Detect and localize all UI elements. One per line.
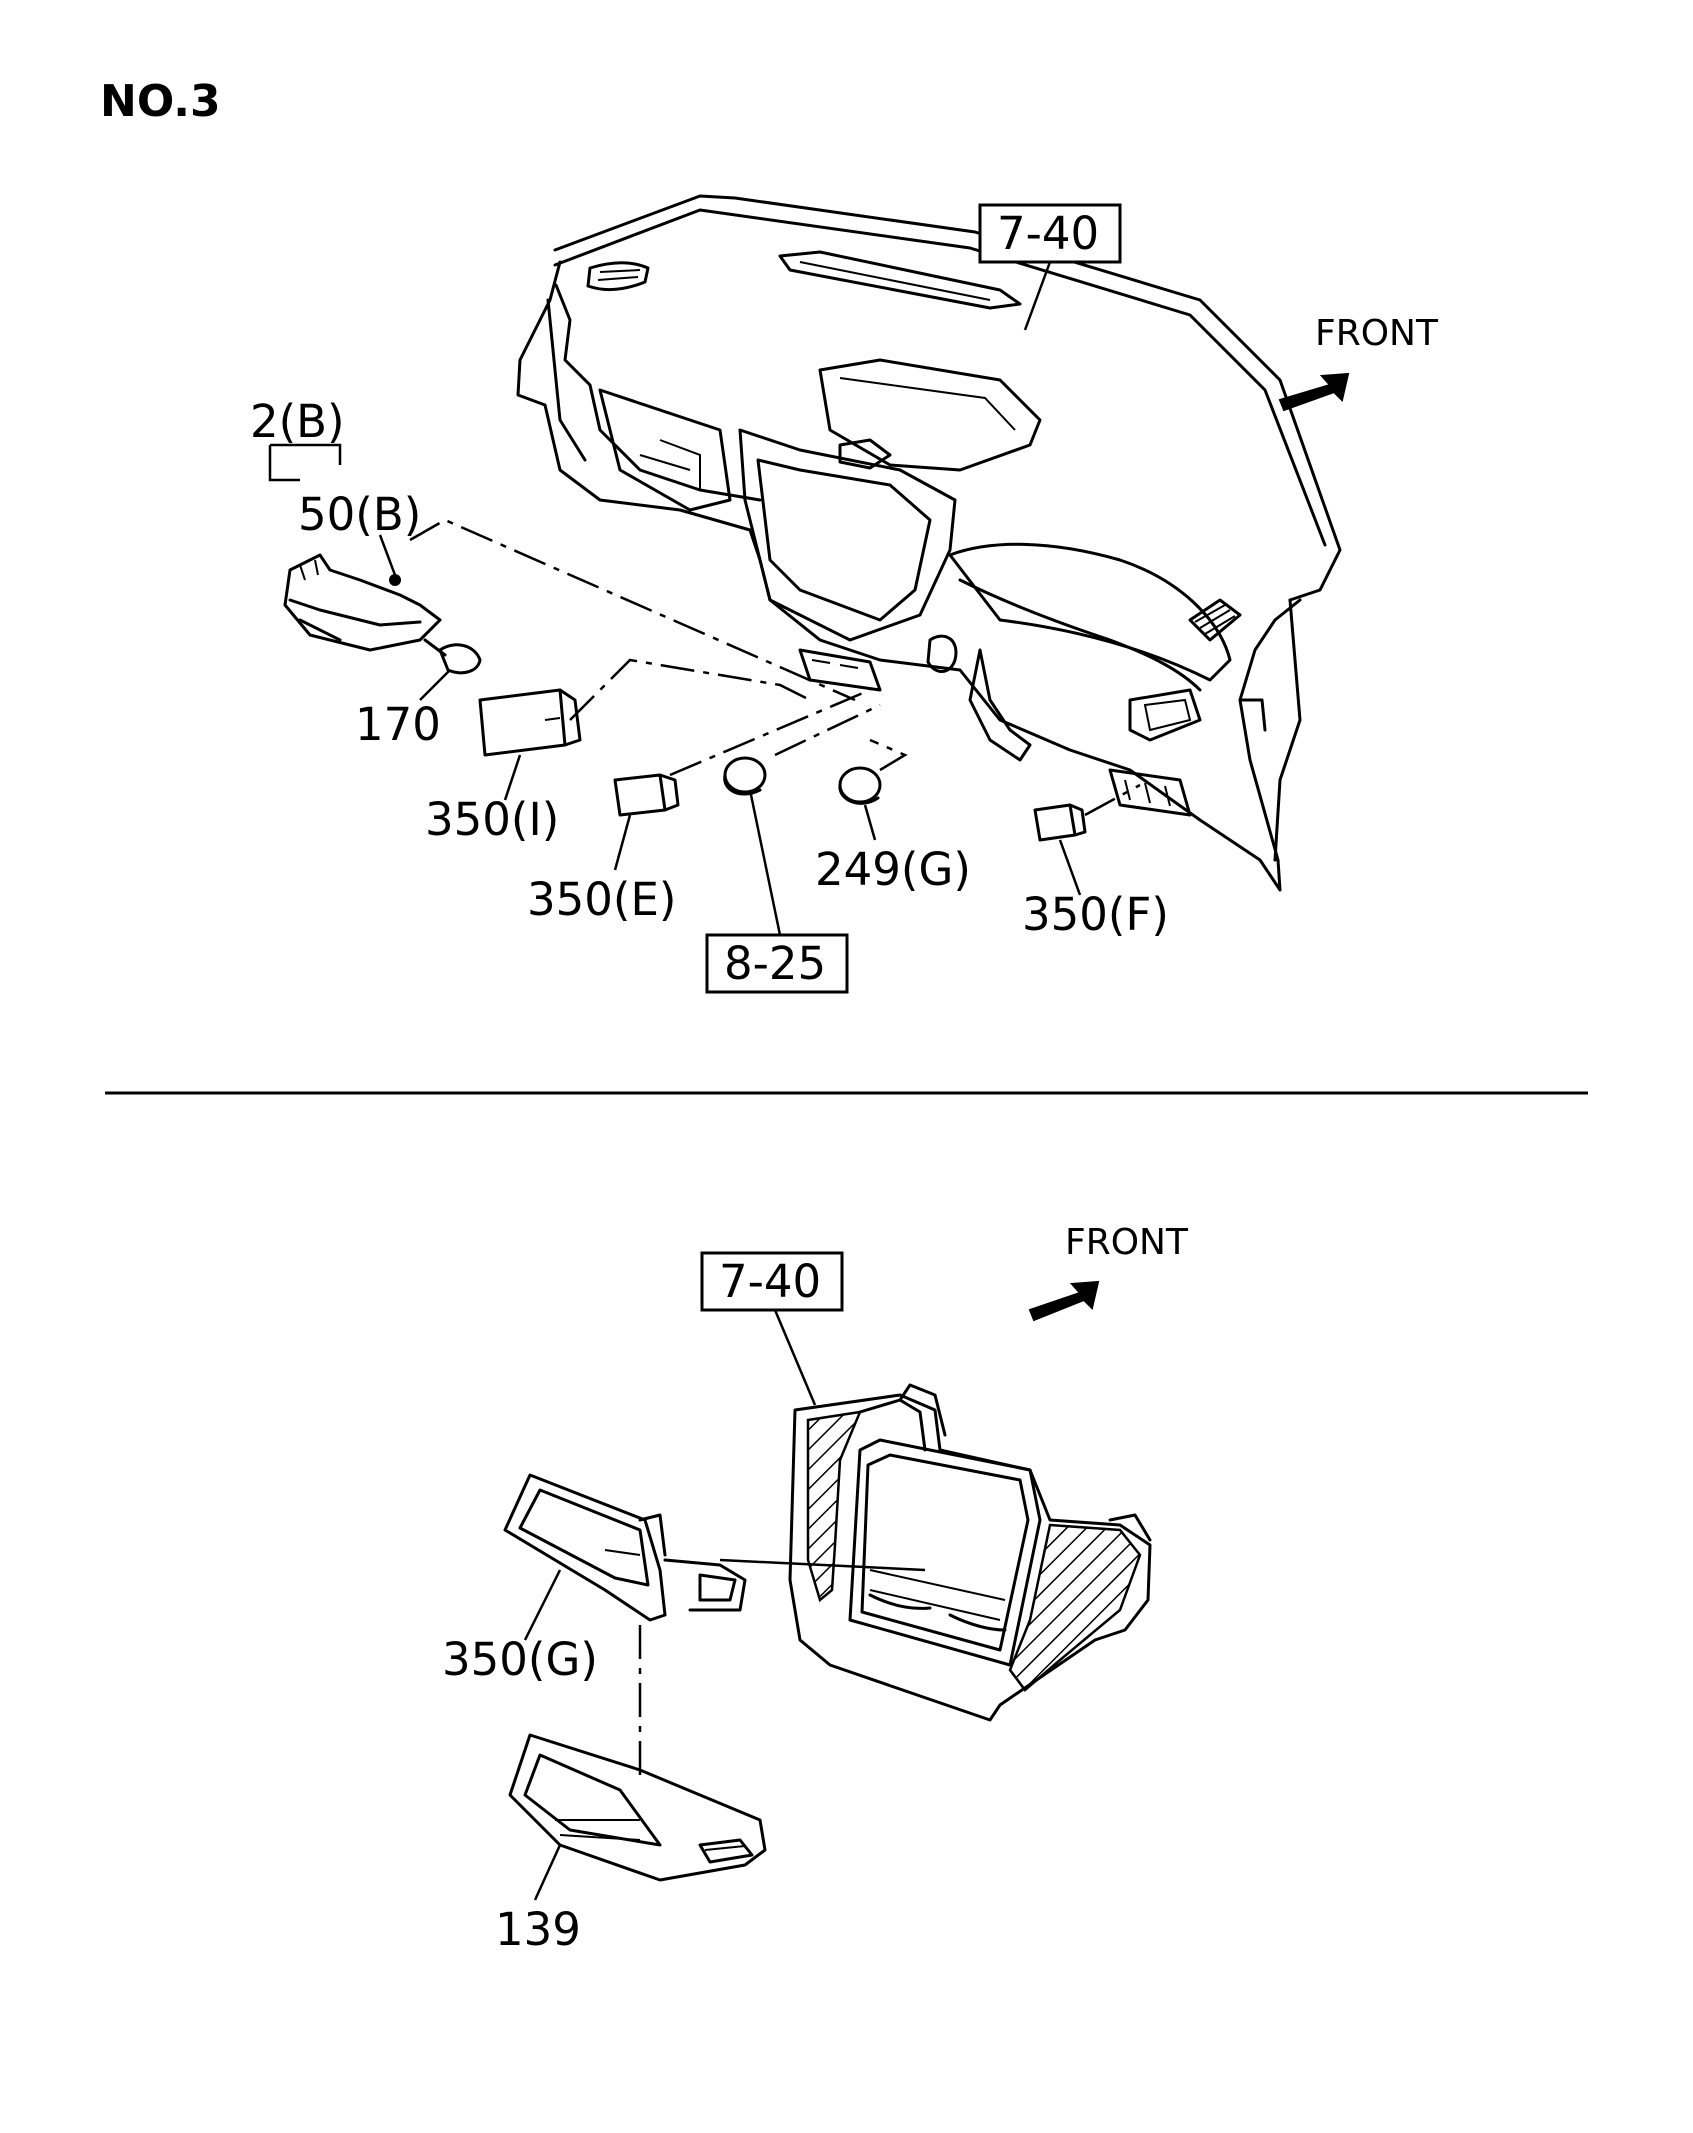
leader-249g (863, 804, 877, 841)
leader-8-25-to-panel (774, 703, 881, 757)
ref-box-7-40-bottom (700, 1251, 844, 1312)
leader-trim-to-panel (409, 518, 856, 702)
instrument-panel-drawing (516, 194, 1342, 892)
front-label-top: FRONT (1315, 313, 1439, 354)
label-part-350e: 350(E) (527, 873, 676, 926)
label-part-2b: 2(B) (250, 395, 345, 448)
leader-8-25 (748, 789, 782, 936)
leader-249g-to-panel (869, 738, 908, 772)
part-cap-249g-drawing (838, 766, 882, 805)
label-part-249g: 249(G) (815, 843, 971, 896)
center-stack-bezel-drawing (788, 1383, 1152, 1722)
front-arrow-icon-top (1278, 372, 1350, 412)
ref-leader-7-40-bottom (773, 1309, 817, 1406)
leader-350g-to-bezel (719, 1558, 926, 1572)
part-switch-350f-drawing (1033, 803, 1087, 842)
part-switch-350e-drawing (613, 773, 680, 817)
bracket-2b (268, 443, 342, 482)
part-corner-trim-drawing (283, 553, 442, 652)
part-pocket-139-drawing (508, 1733, 767, 1882)
page-number: NO.3 (100, 76, 221, 127)
leader-350g (523, 1569, 562, 1641)
part-switch-350i-drawing (478, 688, 582, 757)
label-part-350i: 350(I) (425, 793, 559, 846)
leader-350i (503, 754, 522, 801)
label-part-350f: 350(F) (1022, 888, 1169, 941)
part-clip-170-drawing (423, 638, 482, 675)
ref-box-8-25 (705, 933, 849, 994)
ref-label-7-40-bottom: 7-40 (719, 1255, 821, 1308)
ref-leader-7-40-top (1023, 261, 1052, 331)
leader-170 (419, 669, 451, 701)
ref-box-7-40-top (978, 203, 1122, 264)
leader-139 (533, 1844, 562, 1901)
leader-350f (1058, 839, 1082, 896)
ref-label-8-25: 8-25 (724, 937, 826, 990)
label-part-50b: 50(B) (298, 488, 421, 541)
leader-350f-to-panel (1084, 783, 1141, 817)
front-arrow-icon-bottom (1028, 1280, 1100, 1322)
label-part-139: 139 (495, 1903, 581, 1956)
bottom-view: 7-40 FRONT 350(G) (442, 1222, 1189, 1956)
label-part-170: 170 (355, 698, 441, 751)
ref-label-7-40-top: 7-40 (997, 207, 1099, 260)
label-part-350g: 350(G) (442, 1633, 598, 1686)
leader-50b (378, 534, 397, 576)
part-knob-8-25-drawing (723, 756, 767, 796)
leader-350e-to-panel (669, 688, 871, 777)
leader-350e (613, 814, 632, 871)
top-view: 7-40 FRONT 2(B) 50(B) 170 (250, 194, 1439, 994)
part-pocket-350g-drawing (503, 1473, 747, 1622)
leader-350i-to-panel (569, 658, 811, 721)
clip-50b-dot (389, 574, 401, 586)
front-label-bottom: FRONT (1065, 1222, 1189, 1263)
